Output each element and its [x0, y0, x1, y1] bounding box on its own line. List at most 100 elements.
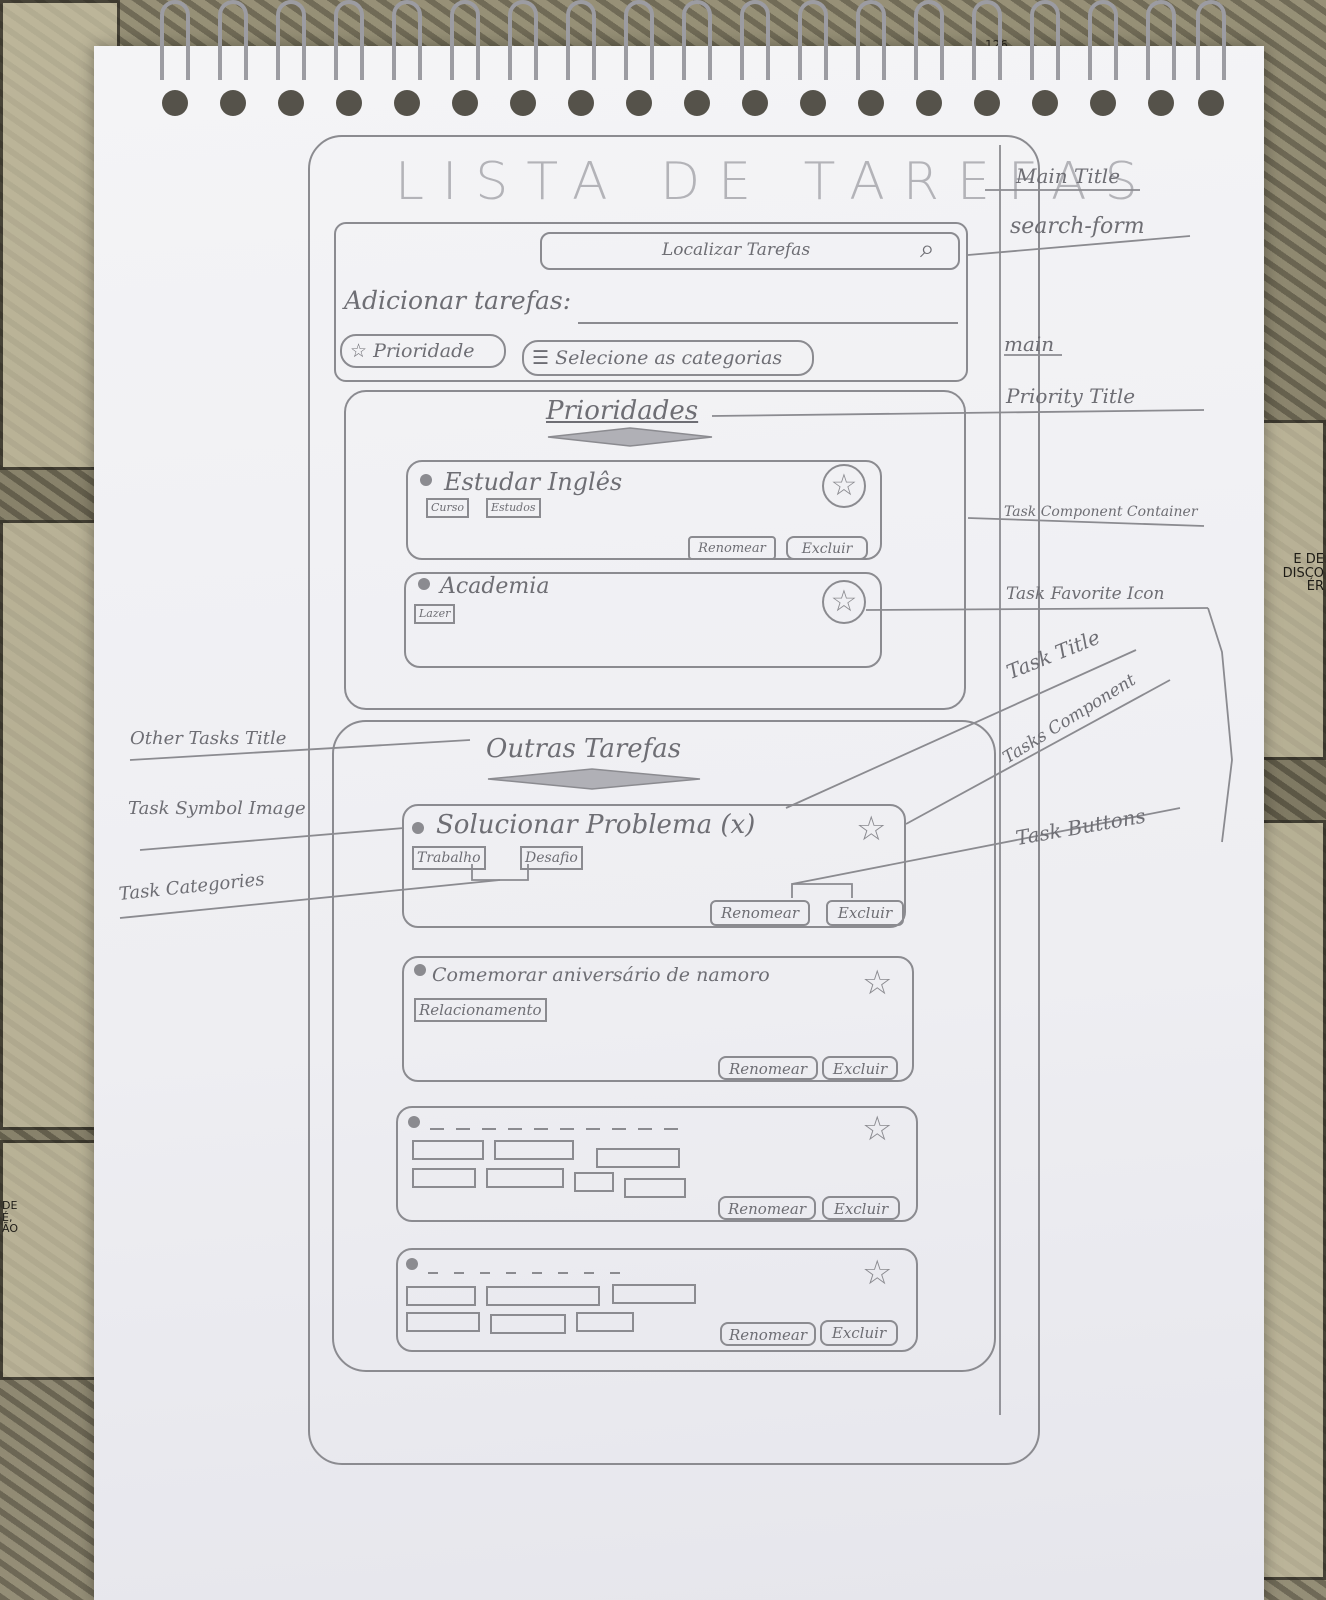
binding-hole	[1032, 90, 1058, 116]
search-form	[334, 222, 968, 382]
search-input[interactable]: Localizar Tarefas ⌕	[540, 232, 960, 270]
favorite-star-icon[interactable]: ☆	[862, 1109, 893, 1149]
star-icon: ☆	[350, 340, 368, 362]
annotation-other-tasks-title: Other Tasks Title	[130, 728, 287, 749]
binding-hole	[394, 90, 420, 116]
rename-button[interactable]: Renomear	[720, 1322, 816, 1346]
category-placeholder	[596, 1148, 680, 1168]
delete-button[interactable]: Excluir	[826, 900, 904, 926]
priority-title: Prioridades	[546, 396, 699, 426]
favorite-star-icon[interactable]: ☆	[856, 809, 887, 849]
favorite-icon-bracket	[1207, 607, 1233, 843]
annotation-main-title: Main Title	[1016, 164, 1121, 188]
rename-button[interactable]: Renomear	[718, 1056, 818, 1080]
binding-hole	[1090, 90, 1116, 116]
delete-button[interactable]: Excluir	[786, 536, 868, 560]
task-card	[396, 1248, 918, 1352]
rename-button[interactable]: Renomear	[688, 536, 776, 560]
task-card	[402, 804, 906, 928]
manga-text: DE É, ÃO	[2, 1199, 18, 1236]
add-task-input[interactable]	[578, 322, 958, 324]
spiral-ring	[914, 0, 944, 80]
favorite-star-icon[interactable]: ☆	[862, 1253, 893, 1293]
category-placeholder	[412, 1140, 484, 1160]
delete-button[interactable]: Excluir	[820, 1320, 898, 1346]
annotation-task-component-container: Task Component Container	[1004, 504, 1198, 520]
annotation-search-form: search-form	[1010, 214, 1145, 239]
annotation-priority-title: Priority Title	[1006, 384, 1136, 408]
binding-hole	[336, 90, 362, 116]
favorite-star-icon[interactable]: ☆	[862, 963, 893, 1003]
task-symbol	[406, 1258, 418, 1270]
task-category: Estudos	[486, 498, 541, 518]
priority-button[interactable]: ☆ Prioridade	[340, 334, 506, 368]
category-select[interactable]: ☰ Selecione as categorias	[522, 340, 814, 376]
binding-hole	[684, 90, 710, 116]
spiral-ring	[450, 0, 480, 80]
rename-button[interactable]: Renomear	[718, 1196, 816, 1220]
spiral-ring	[1196, 0, 1226, 80]
spiral-ring	[1146, 0, 1176, 80]
menu-icon: ☰	[532, 347, 550, 369]
category-placeholder	[612, 1284, 696, 1304]
task-category: Trabalho	[412, 846, 486, 870]
task-title-placeholder	[428, 1272, 628, 1274]
other-tasks-title-leader	[129, 739, 471, 761]
spiral-ring	[508, 0, 538, 80]
binding-hole	[510, 90, 536, 116]
binding-hole	[916, 90, 942, 116]
spiral-ring	[1088, 0, 1118, 80]
annotation-task-favorite-icon: Task Favorite Icon	[1006, 584, 1165, 604]
spiral-ring	[218, 0, 248, 80]
category-placeholder	[490, 1314, 566, 1334]
delete-button[interactable]: Excluir	[822, 1196, 900, 1220]
priority-section	[344, 390, 966, 710]
binding-hole	[1148, 90, 1174, 116]
search-icon[interactable]: ⌕	[920, 234, 935, 264]
other-tasks-section	[332, 720, 996, 1372]
binding-hole	[1198, 90, 1224, 116]
delete-button[interactable]: Excluir	[822, 1056, 898, 1080]
binding-hole	[452, 90, 478, 116]
task-symbol	[412, 822, 424, 834]
spiral-ring	[566, 0, 596, 80]
category-placeholder	[574, 1172, 614, 1192]
task-categories-bracket	[471, 864, 529, 881]
other-tasks-title: Outras Tarefas	[486, 734, 682, 764]
spiral-ring	[624, 0, 654, 80]
favorite-star-icon[interactable]: ☆	[822, 464, 866, 508]
task-title: Solucionar Problema (x)	[436, 810, 756, 840]
category-placeholder	[406, 1286, 476, 1306]
annotation-task-symbol-image: Task Symbol Image	[128, 798, 306, 819]
spiral-ring	[276, 0, 306, 80]
task-category: Relacionamento	[414, 998, 547, 1022]
category-placeholder	[486, 1286, 600, 1306]
task-buttons-bracket	[791, 883, 853, 898]
spiral-ring	[856, 0, 886, 80]
rename-button[interactable]: Renomear	[710, 900, 810, 926]
favorite-star-icon[interactable]: ☆	[822, 580, 866, 624]
task-symbol	[420, 474, 432, 486]
task-symbol	[418, 578, 430, 590]
manga-panel	[0, 1140, 105, 1380]
category-placeholder	[576, 1312, 634, 1332]
spiral-ring	[392, 0, 422, 80]
search-form-leader	[967, 235, 1191, 256]
add-task-label: Adicionar tarefas:	[344, 286, 572, 315]
spiral-ring	[798, 0, 828, 80]
spiral-ring	[682, 0, 712, 80]
task-symbol	[408, 1116, 420, 1128]
task-card	[406, 460, 882, 560]
task-card	[396, 1106, 918, 1222]
task-card	[402, 956, 914, 1082]
task-title-placeholder	[430, 1128, 680, 1130]
binding-hole	[220, 90, 246, 116]
task-title: Estudar Inglês	[444, 468, 623, 496]
task-symbol	[414, 964, 426, 976]
manga-panel	[0, 520, 110, 1130]
category-placeholder	[406, 1312, 480, 1332]
main-title: LISTA DE TAREFAS	[395, 152, 1156, 212]
search-placeholder: Localizar Tarefas	[662, 240, 811, 260]
wireframe-page	[308, 135, 1040, 1465]
